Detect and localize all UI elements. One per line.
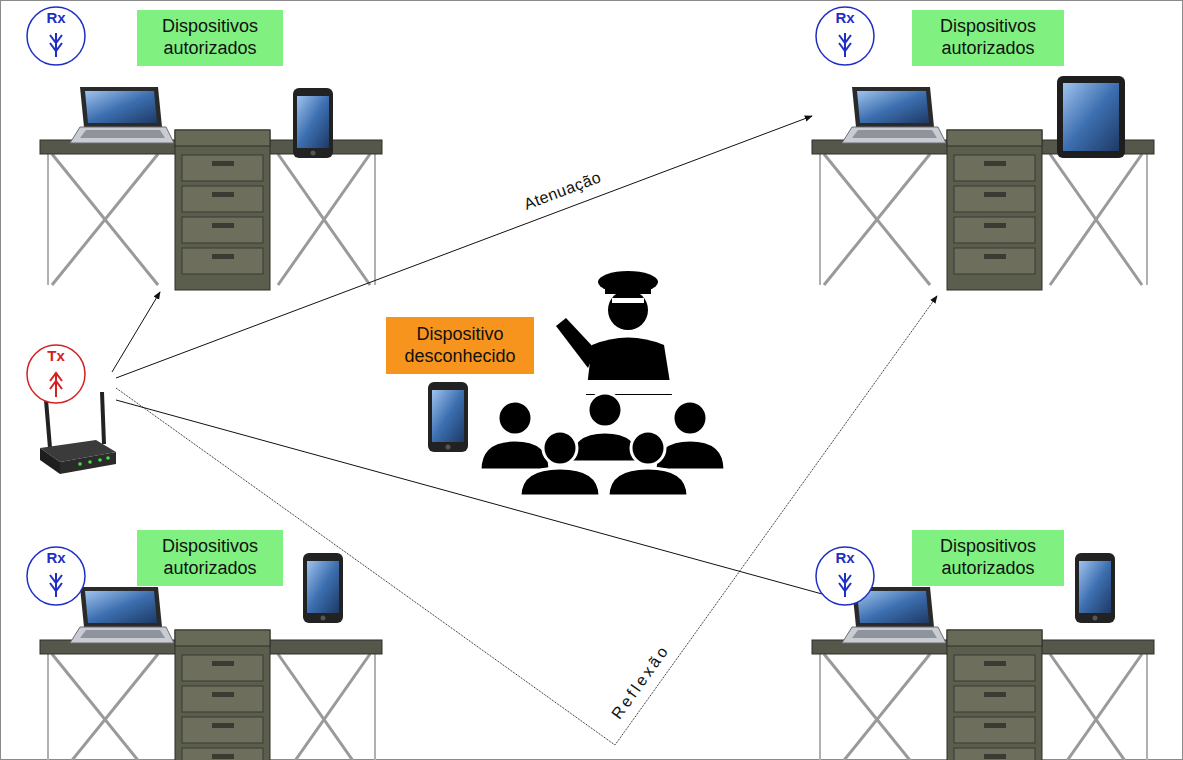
antenna-symbol xyxy=(50,33,62,57)
antenna-tag: Tx xyxy=(25,348,87,363)
antenna-mast xyxy=(55,33,57,57)
antenna-tag: Rx xyxy=(814,550,876,565)
antenna-arm xyxy=(50,575,62,583)
box-text: Dispositivos autorizados xyxy=(918,16,1058,59)
antenna-mast xyxy=(55,373,57,397)
antenna-arm xyxy=(50,583,62,591)
label-box: Dispositivos autorizados xyxy=(137,530,283,586)
label-box: Dispositivos autorizados xyxy=(137,10,283,66)
antenna-tag: Rx xyxy=(25,550,87,565)
antenna-arm xyxy=(839,43,851,51)
antenna-symbol xyxy=(839,33,851,57)
box-text: Dispositivo desconhecido xyxy=(392,324,528,367)
antenna-tag: Rx xyxy=(25,10,87,25)
antenna-arm xyxy=(50,373,62,381)
antenna-badge: Rx xyxy=(814,5,876,67)
antenna-tag: Rx xyxy=(814,10,876,25)
antenna-badge: Rx xyxy=(25,545,87,607)
antenna-symbol xyxy=(50,373,62,397)
antenna-badge: Rx xyxy=(814,545,876,607)
antenna-arm xyxy=(839,583,851,591)
antenna-arm xyxy=(839,35,851,43)
antenna-arm xyxy=(839,575,851,583)
antenna-arm xyxy=(50,43,62,51)
antenna-mast xyxy=(844,573,846,597)
label-box: Dispositivos autorizados xyxy=(912,10,1064,66)
antenna-symbol xyxy=(839,573,851,597)
antenna-badge: Rx xyxy=(25,5,87,67)
path-label: Reflexão xyxy=(606,639,675,725)
label-box: Dispositivos autorizados xyxy=(912,530,1064,586)
antenna-mast xyxy=(55,573,57,597)
antenna-badge: Tx xyxy=(25,343,87,405)
antenna-mast xyxy=(844,33,846,57)
antenna-arm xyxy=(50,35,62,43)
antenna-arm xyxy=(50,381,62,389)
label-box: Dispositivo desconhecido xyxy=(386,317,534,374)
box-text: Dispositivos autorizados xyxy=(918,536,1058,579)
box-text: Dispositivos autorizados xyxy=(143,16,277,59)
box-text: Dispositivos autorizados xyxy=(143,536,277,579)
antenna-symbol xyxy=(50,573,62,597)
path-label: Atenuação xyxy=(519,167,607,214)
